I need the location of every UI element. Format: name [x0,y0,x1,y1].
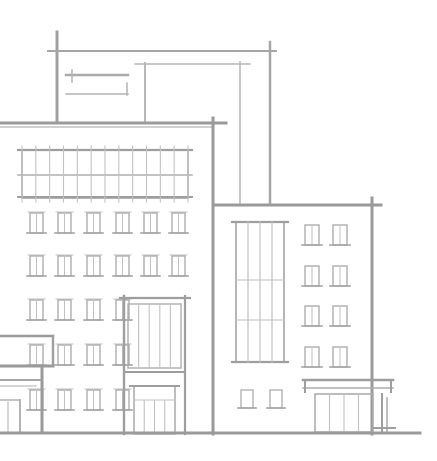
back-tower [47,30,277,207]
right-canopy [301,378,395,433]
right-building [211,196,395,436]
window-grid [26,211,189,411]
right-tall-window [230,220,290,409]
main-building [0,116,228,436]
left-annex [0,334,55,434]
right-window-grid [301,224,351,368]
center-entrance [118,294,192,436]
band-window [16,145,194,203]
